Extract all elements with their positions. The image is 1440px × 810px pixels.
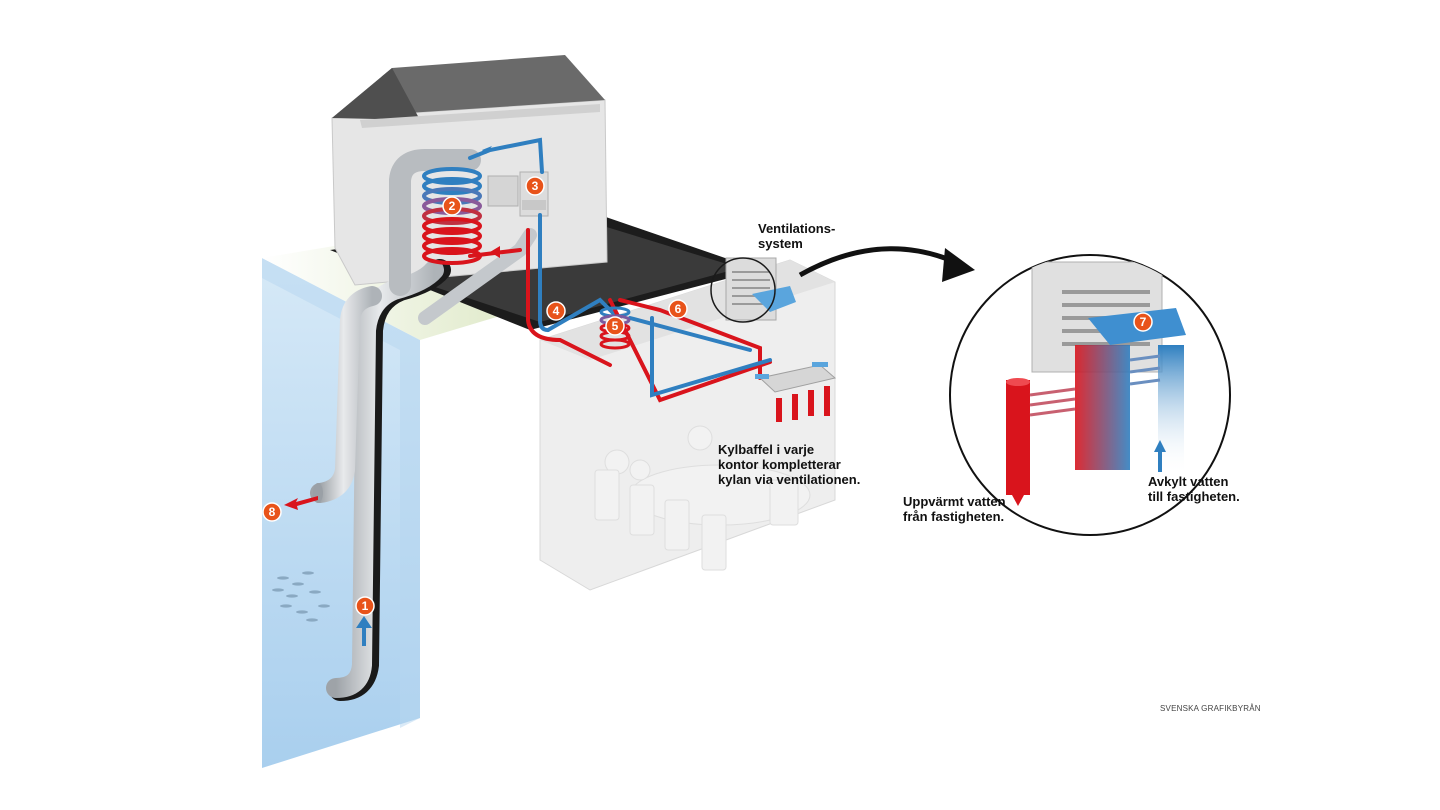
inflow-arrow-icon: [356, 616, 372, 646]
ventilation-label: Ventilations- system: [758, 221, 836, 251]
badge-3: 3: [525, 176, 545, 196]
svg-text:7: 7: [1140, 315, 1147, 329]
svg-text:4: 4: [553, 304, 560, 318]
credit-text: SVENSKA GRAFIKBYRÅN: [1160, 704, 1261, 713]
fish-school: [272, 571, 330, 622]
building-loop-pipes: [468, 137, 772, 403]
badge-2: 2: [442, 196, 462, 216]
svg-text:1: 1: [362, 599, 369, 613]
detail-magnifier: [949, 254, 1231, 536]
ventilation-unit: [710, 257, 796, 323]
outflow-arrow-icon: [284, 496, 318, 510]
badge-4: 4: [546, 301, 566, 321]
svg-text:5: 5: [612, 319, 619, 333]
cooled-water-label: Avkylt vatten till fastigheten.: [1148, 474, 1240, 504]
badge-5: 5: [605, 316, 625, 336]
intake-pipe: [326, 149, 481, 701]
heated-water-label: Uppvärmt vatten från fastigheten.: [903, 494, 1006, 524]
badge-7: 7: [1133, 312, 1153, 332]
svg-text:6: 6: [675, 302, 682, 316]
meeting-room-people: [594, 425, 811, 571]
zoom-arrow: [798, 246, 975, 282]
svg-text:2: 2: [449, 199, 456, 213]
chilled-beam: [755, 362, 837, 422]
badge-6: 6: [668, 299, 688, 319]
flow-arrow-icon: [482, 146, 492, 154]
chilled-beam-label: Kylbaffel i varje kontor kompletterar ky…: [718, 442, 861, 487]
badge-8: 8: [262, 502, 282, 522]
flow-arrow-icon: [490, 246, 500, 258]
svg-text:8: 8: [269, 505, 276, 519]
svg-text:3: 3: [532, 179, 539, 193]
badge-1: 1: [355, 596, 375, 616]
